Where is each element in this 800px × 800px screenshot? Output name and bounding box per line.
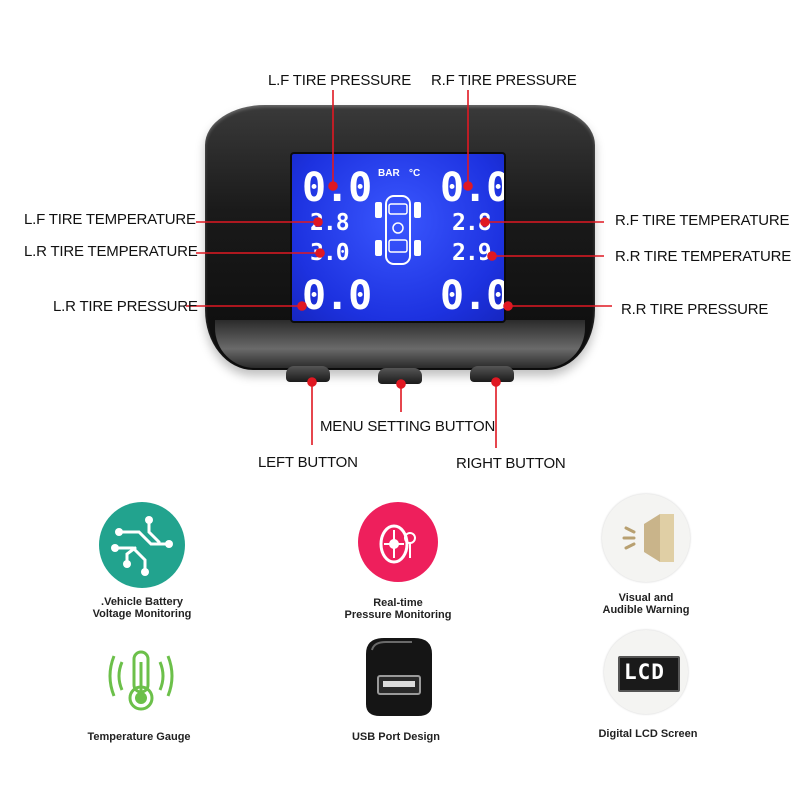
label-rf-temperature: R.F TIRE TEMPERATURE [615, 212, 790, 229]
lcd-icon: LCD [604, 630, 688, 714]
label-right-button: RIGHT BUTTON [456, 455, 566, 472]
feature-temperature-caption: Temperature Gauge [87, 731, 191, 743]
lcd-display: 0.0 BAR °C 0.0 2.8 2.8 3.0 2.9 0.0 0.0 [290, 152, 506, 323]
label-left-button: LEFT BUTTON [258, 454, 358, 471]
feature-realtime-line2: Pressure Monitoring [344, 609, 452, 621]
label-lf-temperature: L.F TIRE TEMPERATURE [24, 211, 196, 228]
right-hardware-button[interactable] [470, 366, 514, 382]
rf-temperature-reading: 2.8 [452, 210, 492, 236]
feature-battery-caption: .Vehicle Battery Voltage Monitoring [32, 596, 252, 620]
lr-pressure-reading: 0.0 [302, 273, 372, 319]
thermometer-icon [104, 648, 180, 714]
tire-icon [358, 502, 438, 582]
label-lr-temperature: L.R TIRE TEMPERATURE [24, 243, 198, 260]
label-lf-pressure: L.F TIRE PRESSURE [268, 72, 412, 89]
speaker-icon [602, 494, 690, 582]
label-menu-button: MENU SETTING BUTTON [320, 418, 496, 435]
lf-temperature-reading: 2.8 [310, 210, 350, 236]
tpms-monitor-base [215, 320, 585, 368]
label-rr-temperature: R.R TIRE TEMPERATURE [615, 248, 792, 265]
feature-warning-line2: Audible Warning [602, 604, 690, 616]
usb-port-icon [356, 634, 442, 720]
rr-pressure-reading: 0.0 [440, 273, 506, 319]
unit-bar: BAR [378, 168, 400, 179]
feature-lcd-caption: Digital LCD Screen [598, 728, 698, 740]
feature-realtime-line1: Real-time [373, 597, 423, 609]
rf-pressure-reading: 0.0 [440, 165, 506, 211]
circuit-icon [99, 502, 185, 588]
feature-realtime-caption: Real-time Pressure Monitoring [288, 597, 508, 621]
left-hardware-button[interactable] [286, 366, 330, 382]
feature-warning-caption: Visual and Audible Warning [536, 592, 756, 616]
feature-battery-line1: .Vehicle Battery [101, 596, 183, 608]
label-rr-pressure: R.R TIRE PRESSURE [621, 301, 769, 318]
menu-hardware-button[interactable] [378, 368, 422, 384]
label-rf-pressure: R.F TIRE PRESSURE [431, 72, 577, 89]
car-outline-icon [375, 195, 421, 265]
lcd-icon-text: LCD [624, 660, 665, 684]
lr-temperature-reading: 3.0 [310, 240, 350, 266]
lf-pressure-reading: 0.0 [302, 165, 372, 211]
feature-usb-caption: USB Port Design [351, 731, 440, 743]
label-lr-pressure: L.R TIRE PRESSURE [53, 298, 198, 315]
unit-celsius: °C [409, 168, 421, 179]
rr-temperature-reading: 2.9 [452, 240, 492, 266]
feature-warning-line1: Visual and [618, 592, 674, 604]
feature-battery-line2: Voltage Monitoring [92, 608, 192, 620]
